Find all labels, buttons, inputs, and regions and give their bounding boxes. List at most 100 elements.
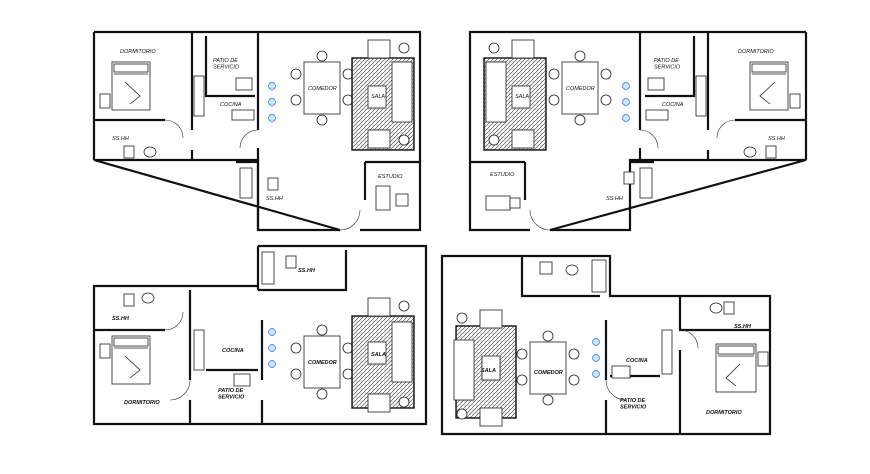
dining-table: [529, 341, 567, 395]
side-lamp: [488, 42, 500, 54]
room-label-study: ESTUDIO: [490, 172, 515, 178]
side-lamp: [398, 300, 410, 312]
kitchen-counter: [193, 329, 205, 371]
room-label-dining: COMEDOR: [308, 360, 337, 366]
armchair: [367, 297, 391, 317]
ceiling-light-icon: [268, 114, 276, 122]
room-label-living: SALA: [371, 352, 386, 358]
ceiling-light-icon: [592, 370, 600, 378]
dining-table: [561, 61, 599, 115]
room-label-bath: SS.HH: [298, 268, 316, 274]
room-label-living: SALA: [515, 94, 529, 100]
side-lamp: [398, 42, 410, 54]
dining-table: [303, 61, 341, 115]
room-label-bath: SS.HH: [768, 136, 785, 142]
study-wall: [470, 160, 527, 200]
pillow: [751, 63, 787, 73]
door-swing: [164, 311, 184, 331]
toilet: [539, 261, 553, 275]
toilet: [123, 145, 135, 159]
room-label-bath: SS.HH: [606, 196, 623, 202]
entry-door-swing: [529, 209, 551, 231]
exterior-wall: [468, 30, 807, 232]
side-lamp: [398, 396, 410, 408]
toilet: [285, 255, 297, 269]
room-label-living: SALA: [371, 94, 385, 100]
study-desk: [485, 195, 511, 211]
room-label-bedroom: DORMITORIO: [124, 400, 160, 406]
bath-wall: [236, 160, 260, 230]
room-label-bedroom: DORMITORIO: [738, 49, 774, 55]
armchair: [479, 407, 503, 427]
bed-sheet: [114, 73, 148, 105]
dining-table: [303, 335, 341, 389]
service-patio-wall: [204, 36, 255, 98]
ceiling-light-icon: [592, 338, 600, 346]
toilet: [765, 145, 777, 159]
armchair: [479, 309, 503, 329]
chair: [574, 50, 586, 62]
pillow: [717, 345, 755, 355]
chair: [316, 114, 328, 126]
nightstand: [757, 351, 769, 367]
chair: [548, 94, 560, 106]
coffee-table: [367, 85, 387, 109]
toilet: [723, 301, 735, 315]
door-swing: [239, 129, 259, 149]
toilet: [123, 293, 135, 307]
chair: [290, 68, 302, 80]
nightstand: [789, 93, 801, 109]
nightstand: [99, 93, 111, 109]
room-label-kitchen: COCINA: [222, 348, 244, 354]
kitchen-counter: [661, 329, 673, 375]
sink: [565, 264, 579, 276]
ceiling-light-icon: [268, 98, 276, 106]
room-label-dining: COMEDOR: [566, 86, 595, 92]
side-lamp: [456, 312, 468, 324]
study-chair: [395, 193, 409, 207]
laundry-sink: [235, 77, 253, 91]
chair: [516, 374, 528, 386]
chair: [574, 114, 586, 126]
door-swing: [164, 119, 184, 139]
kitchen-counter: [695, 75, 707, 117]
chair: [290, 94, 302, 106]
room-label-bedroom: DORMITORIO: [120, 49, 156, 55]
room-label-kitchen: COCINA: [626, 358, 648, 364]
room-label-kitchen: COCINA: [220, 102, 242, 108]
sink: [743, 146, 757, 158]
kitchen-counter: [193, 75, 205, 117]
exterior-wall: [440, 254, 772, 436]
ceiling-light-icon: [268, 328, 276, 336]
ceiling-light-icon: [622, 98, 630, 106]
room-label-kitchen: COCINA: [662, 102, 684, 108]
shower: [239, 167, 253, 199]
chair: [600, 68, 612, 80]
armchair: [511, 39, 535, 59]
bed-sheet: [114, 347, 148, 379]
side-lamp: [398, 134, 410, 146]
pillow: [113, 63, 149, 73]
bed-sheet: [752, 73, 786, 105]
armchair: [367, 39, 391, 59]
nightstand: [99, 343, 111, 359]
shower: [261, 251, 275, 285]
chair: [316, 324, 328, 336]
ceiling-light-icon: [592, 354, 600, 362]
stove: [231, 109, 255, 121]
sink: [709, 302, 723, 314]
chair: [316, 50, 328, 62]
door-swing: [679, 329, 699, 349]
door-swing: [169, 379, 191, 401]
ceiling-light-icon: [268, 360, 276, 368]
pillow: [113, 337, 149, 347]
toilet: [267, 177, 279, 191]
entry-door-swing: [339, 209, 361, 231]
